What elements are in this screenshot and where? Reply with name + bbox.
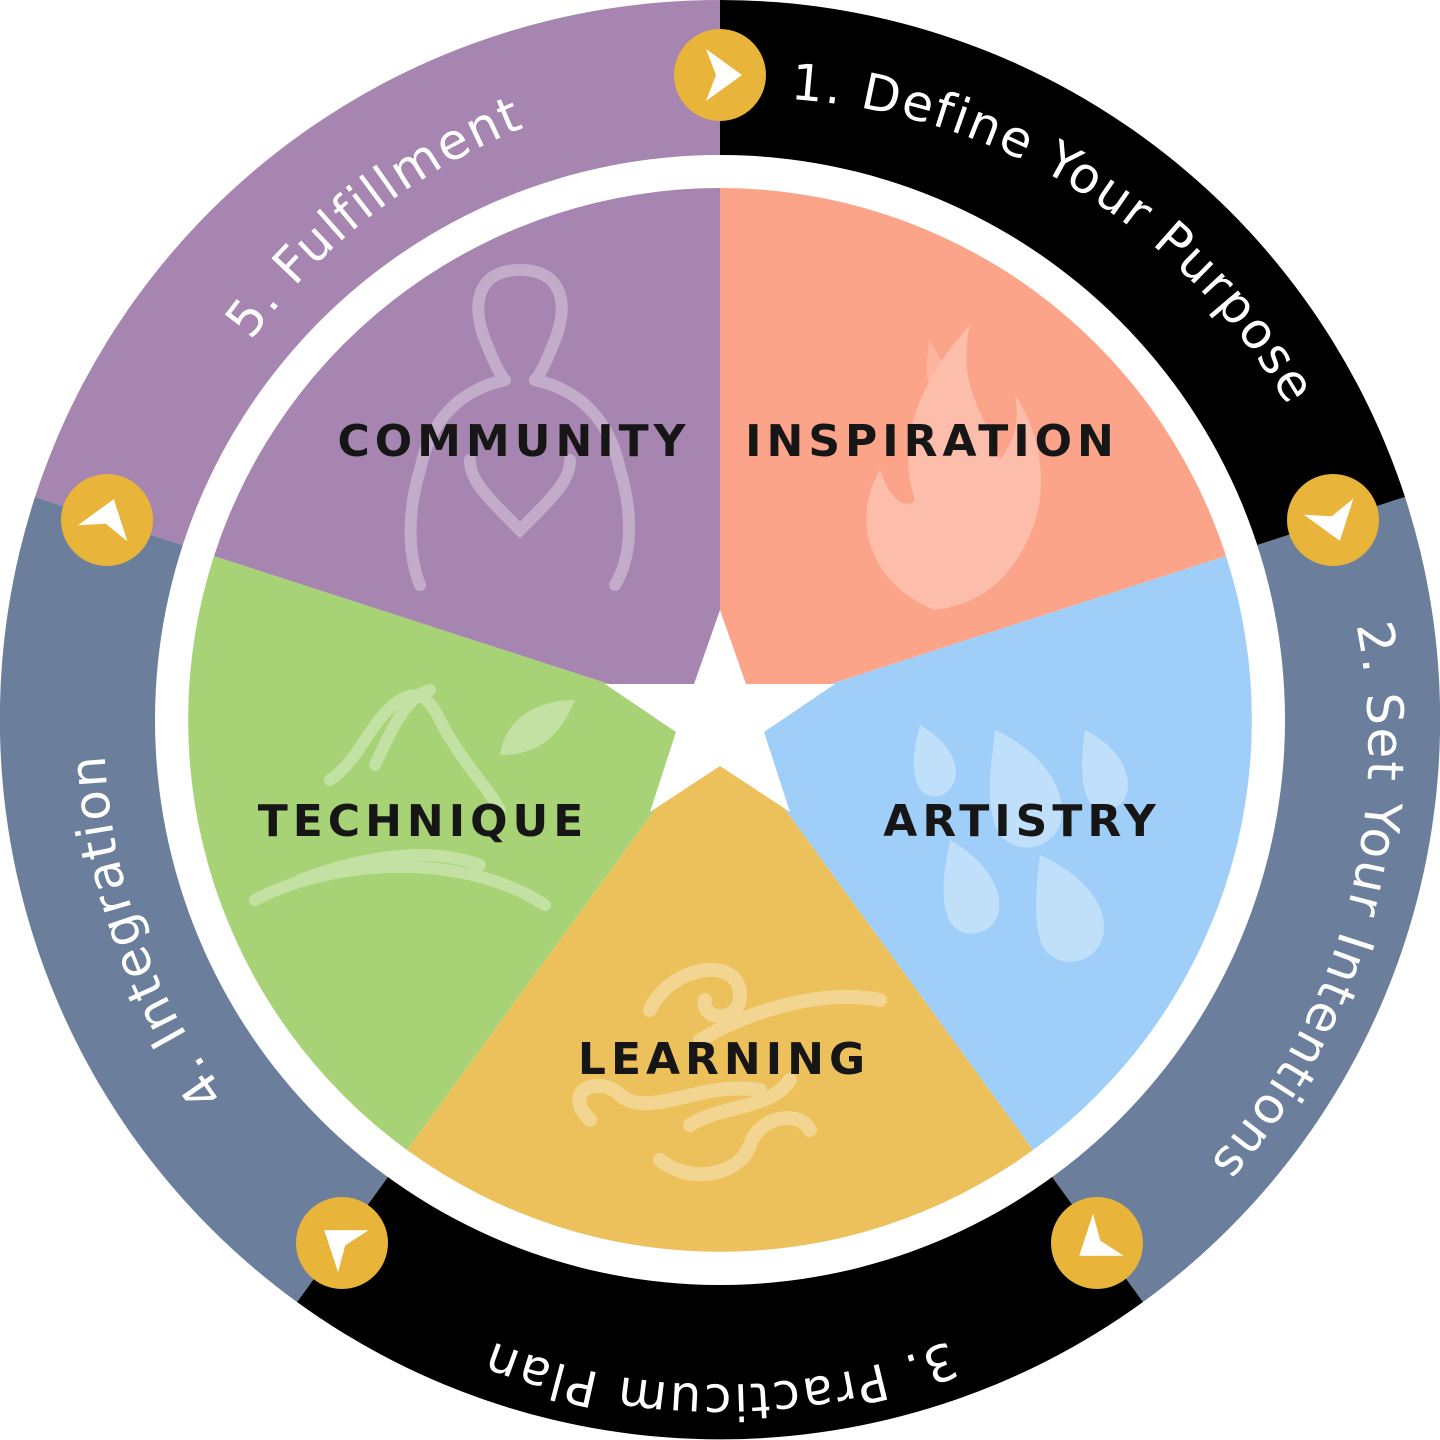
wedge-learning [407,720,1033,1252]
chevron-arrow-icon [61,474,153,566]
wedge-labels: INSPIRATION ARTISTRY LEARNING TECHNIQUE … [258,416,1160,1085]
person-outline-icon [404,264,636,591]
star-icon [605,610,835,812]
wedge-label-community: COMMUNITY [337,416,690,467]
wind-swirl-icon [572,963,887,1182]
chevron-shape [1079,1213,1124,1256]
water-drops-icon [913,725,1128,962]
wedge-community [214,188,720,720]
connector-badges [61,29,1379,1289]
wedge-label-technique: TECHNIQUE [258,796,589,847]
wedge-inspiration [720,188,1226,720]
chevron-arrow-icon [296,1197,388,1289]
chevron-shape [1303,498,1354,541]
wedge-label-artistry: ARTISTRY [883,796,1160,847]
chevron-arrow-icon [1051,1197,1143,1289]
mountain-leaf-icon [249,684,575,911]
wedge-artistry [720,556,1252,1150]
chevron-shape [324,1230,369,1273]
chevron-shape [706,49,742,101]
inner-pie [188,188,1252,1252]
chevron-arrow-icon [674,29,766,121]
wedge-label-learning: LEARNING [578,1034,870,1085]
wedge-technique [188,556,720,1150]
flame-icon [866,325,1042,610]
wedge-label-inspiration: INSPIRATION [745,416,1119,467]
chevron-arrow-icon [1287,474,1379,566]
chevron-shape [77,499,128,542]
